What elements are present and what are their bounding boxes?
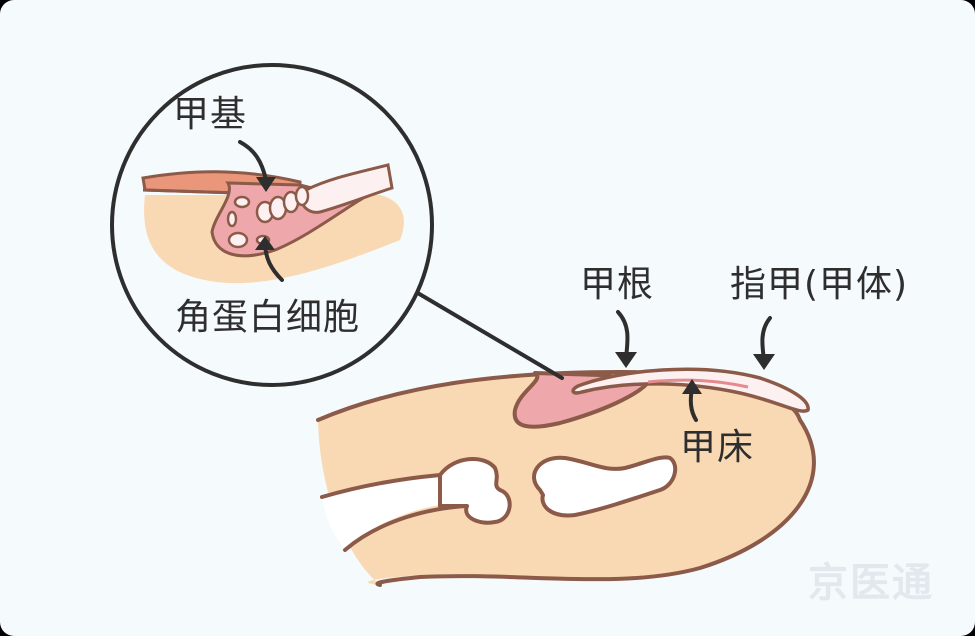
finger-cross-section bbox=[316, 369, 816, 587]
watermark-logo: 京医通 bbox=[808, 560, 934, 606]
arrow-nail-matrix-icon bbox=[238, 140, 268, 182]
arrow-nail-plate-icon bbox=[760, 316, 772, 362]
label-nail-plate: 指甲(甲体) bbox=[730, 264, 909, 305]
nail-plate bbox=[571, 367, 810, 413]
zoom-connector-line bbox=[414, 290, 564, 380]
magnified-inset bbox=[110, 63, 434, 387]
label-nail-matrix: 甲基 bbox=[173, 94, 248, 135]
label-nail-bed: 甲床 bbox=[680, 427, 755, 468]
label-keratin-cells: 角蛋白细胞 bbox=[175, 297, 361, 338]
arrow-nail-root-icon bbox=[616, 310, 630, 360]
nail-bed-line bbox=[647, 378, 749, 389]
label-nail-root: 甲根 bbox=[580, 264, 655, 305]
